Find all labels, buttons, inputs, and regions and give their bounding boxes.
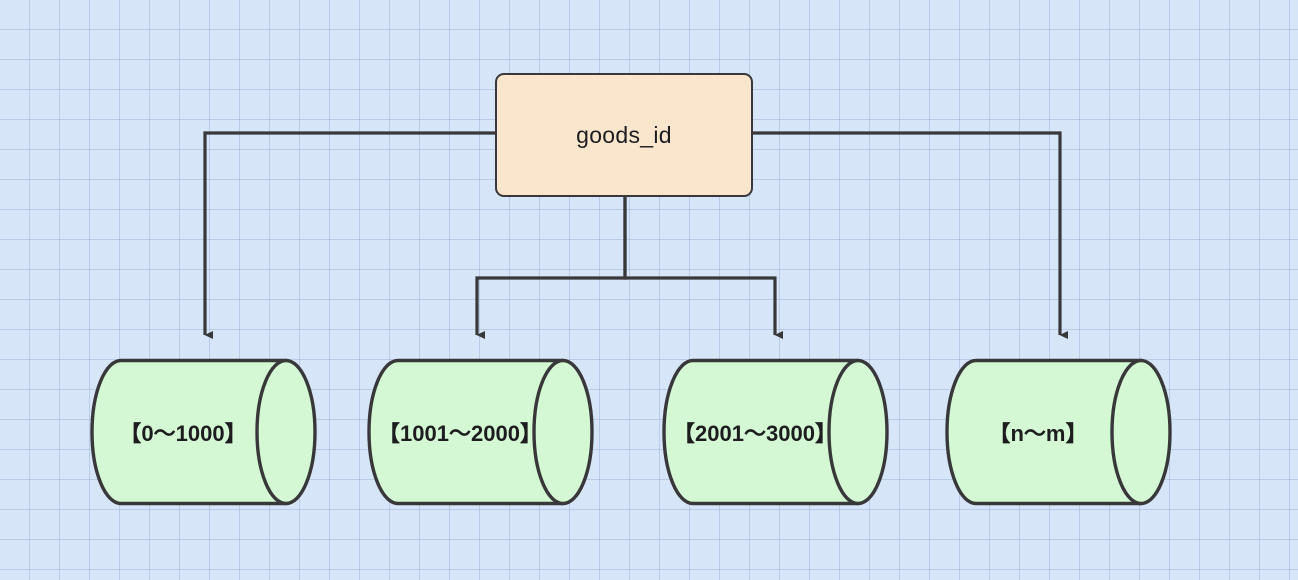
cylinder-shape (90, 358, 317, 506)
leaf-node-shard-1[interactable]: 【0〜1000】 (90, 358, 318, 506)
leaf-node-label: 【0〜1000】 (119, 421, 247, 446)
root-node-goods-id[interactable]: goods_id (495, 73, 753, 197)
leaf-node-label: 【2001〜3000】 (673, 421, 837, 446)
cylinder-shape (662, 358, 889, 506)
leaf-node-shard-4[interactable]: 【n〜m】 (945, 358, 1173, 506)
leaf-node-shard-3[interactable]: 【2001〜3000】 (662, 358, 890, 506)
cylinder-shape (367, 358, 594, 506)
connector-to-leaf-2 (475, 197, 627, 339)
leaf-node-shard-2[interactable]: 【1001〜2000】 (367, 358, 595, 506)
connector-to-leaf-4 (753, 131, 1069, 339)
connector-to-leaf-3 (623, 197, 784, 339)
leaf-node-label: 【n〜m】 (988, 421, 1088, 446)
connector-to-leaf-1 (203, 131, 495, 339)
cylinder-shape (945, 358, 1172, 506)
root-node-label: goods_id (576, 121, 672, 148)
leaf-node-label: 【1001〜2000】 (378, 421, 542, 446)
